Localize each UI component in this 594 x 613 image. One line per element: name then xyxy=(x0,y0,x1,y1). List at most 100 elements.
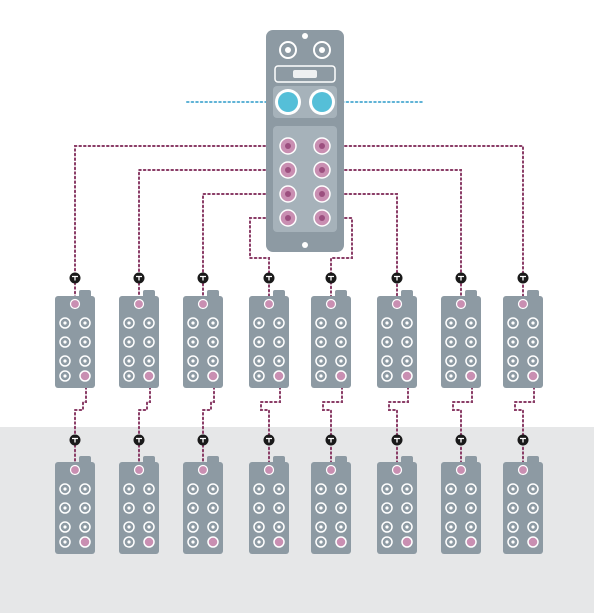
module-io-port-icon xyxy=(207,521,219,533)
module-io-port-icon xyxy=(401,483,413,495)
module-io-port-pin xyxy=(147,359,151,363)
module-io-port-pin xyxy=(385,506,389,510)
module-io-port-pin xyxy=(277,340,281,344)
module-output-port-icon xyxy=(143,536,155,548)
module-io-port-pin xyxy=(277,487,281,491)
module-io-port-pin xyxy=(449,340,453,344)
module-io-port-pin xyxy=(63,506,67,510)
module-io-port-pin xyxy=(339,340,343,344)
module-io-port-icon xyxy=(207,502,219,514)
module-io-port-pin xyxy=(511,487,515,491)
module-io-port-icon xyxy=(187,370,199,382)
t-connector-glyph xyxy=(458,275,464,281)
module-io-port-pin xyxy=(469,321,473,325)
row2-io-module-8 xyxy=(503,456,543,554)
module-io-port-icon xyxy=(465,317,477,329)
module-input-port-icon xyxy=(69,298,81,310)
module-io-port-pin xyxy=(127,506,131,510)
module-io-port-icon xyxy=(143,317,155,329)
module-io-port-pin xyxy=(211,506,215,510)
module-io-port-pin xyxy=(449,321,453,325)
module-io-port-icon xyxy=(79,483,91,495)
module-io-port-icon xyxy=(143,336,155,348)
module-io-port-icon xyxy=(381,336,393,348)
module-io-port-pin xyxy=(211,525,215,529)
module-output-port-icon xyxy=(527,370,539,382)
module-io-port-icon xyxy=(335,502,347,514)
module-io-port-icon xyxy=(273,502,285,514)
module-io-port-icon xyxy=(465,502,477,514)
chain-link-2 xyxy=(138,377,151,469)
module-io-port-icon xyxy=(59,336,71,348)
master-mount-hole-top xyxy=(302,33,308,39)
module-body xyxy=(441,296,481,388)
master-link-5 xyxy=(321,169,462,301)
module-body xyxy=(377,462,417,554)
module-io-port-icon xyxy=(445,370,457,382)
module-io-port-icon xyxy=(79,502,91,514)
module-io-port-pin xyxy=(405,359,409,363)
module-io-port-pin xyxy=(277,321,281,325)
module-io-port-pin xyxy=(257,340,261,344)
module-io-port-icon xyxy=(445,317,457,329)
io-port-pin xyxy=(285,215,291,221)
lower-band xyxy=(0,427,594,613)
module-io-port-icon xyxy=(207,317,219,329)
module-io-port-pin xyxy=(449,359,453,363)
module-io-port-icon xyxy=(465,521,477,533)
module-output-port-icon xyxy=(335,536,347,548)
master-module xyxy=(266,30,344,252)
module-io-port-icon xyxy=(187,317,199,329)
module-io-port-icon xyxy=(315,483,327,495)
module-io-port-pin xyxy=(511,525,515,529)
chain-link-7 xyxy=(452,377,473,469)
module-io-port-pin xyxy=(531,487,535,491)
module-io-port-icon xyxy=(273,355,285,367)
module-input-port-icon xyxy=(325,464,337,476)
row2-tee-8 xyxy=(517,434,529,446)
module-io-port-icon xyxy=(315,536,327,548)
module-io-port-icon xyxy=(79,317,91,329)
module-io-port-icon xyxy=(187,536,199,548)
module-output-port-icon xyxy=(207,370,219,382)
t-connector-glyph xyxy=(72,275,78,281)
module-io-port-pin xyxy=(147,321,151,325)
module-output-port-icon xyxy=(79,370,91,382)
chain-link-3 xyxy=(202,377,215,469)
chain-link-8 xyxy=(514,377,535,469)
module-io-port-icon xyxy=(123,502,135,514)
module-io-port-icon xyxy=(59,370,71,382)
module-io-port-pin xyxy=(405,321,409,325)
module-body xyxy=(377,296,417,388)
module-io-port-icon xyxy=(401,521,413,533)
io-port-pin xyxy=(285,191,291,197)
module-input-port-icon xyxy=(325,298,337,310)
module-io-port-icon xyxy=(79,336,91,348)
module-io-port-icon xyxy=(401,317,413,329)
module-io-port-pin xyxy=(191,359,195,363)
module-io-port-pin xyxy=(63,359,67,363)
t-connector-glyph xyxy=(72,437,78,443)
t-connector-glyph xyxy=(520,437,526,443)
module-io-port-icon xyxy=(381,483,393,495)
module-input-port-icon xyxy=(391,298,403,310)
module-io-port-pin xyxy=(147,487,151,491)
module-io-port-icon xyxy=(187,355,199,367)
module-io-port-pin xyxy=(511,374,515,378)
module-io-port-icon xyxy=(335,521,347,533)
module-io-port-pin xyxy=(63,525,67,529)
module-io-port-icon xyxy=(381,536,393,548)
row1-io-module-2 xyxy=(119,290,159,388)
module-input-port-icon xyxy=(133,464,145,476)
module-io-port-pin xyxy=(405,487,409,491)
module-io-port-pin xyxy=(319,506,323,510)
t-connector-glyph xyxy=(136,275,142,281)
t-connector-glyph xyxy=(328,275,334,281)
power-connector-icon xyxy=(313,41,331,59)
row1-tee-3 xyxy=(197,272,209,284)
module-io-port-pin xyxy=(211,359,215,363)
module-io-port-icon xyxy=(315,521,327,533)
row1-io-module-5 xyxy=(311,290,351,388)
t-connector-glyph xyxy=(394,275,400,281)
module-io-port-icon xyxy=(507,521,519,533)
